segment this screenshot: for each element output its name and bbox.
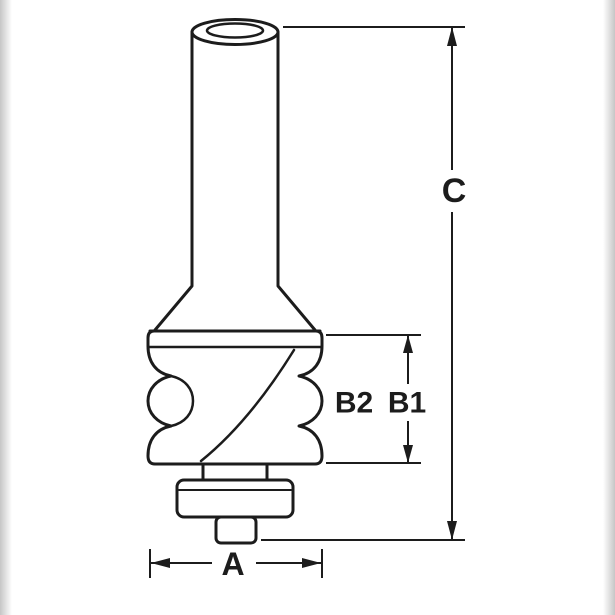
dim-label-b1: B1 (388, 387, 426, 420)
retaining-nut (214, 515, 258, 545)
dim-label-a: A (221, 546, 244, 582)
dimension-b (326, 334, 421, 464)
dimension-a (149, 549, 323, 578)
dimension-c (261, 26, 465, 541)
shank-top-inner-ellipse (205, 22, 265, 39)
bit-body-outline (146, 30, 324, 466)
dim-b-arrow-down (403, 445, 413, 463)
router-bit (146, 18, 324, 545)
dim-a-arrow-right (302, 558, 321, 568)
dim-a-arrow-left (151, 558, 170, 568)
cutter-bead-inner-arc (169, 374, 195, 428)
dim-label-b2: B2 (335, 387, 373, 420)
dim-c-arrow-up (447, 27, 457, 46)
dim-label-c: C (442, 172, 467, 210)
bearing (175, 478, 295, 519)
cutter-flute-line (199, 348, 296, 463)
dim-b-arrow-up (403, 335, 413, 353)
dim-c-arrow-down (447, 521, 457, 540)
bearing-hub (201, 462, 269, 482)
